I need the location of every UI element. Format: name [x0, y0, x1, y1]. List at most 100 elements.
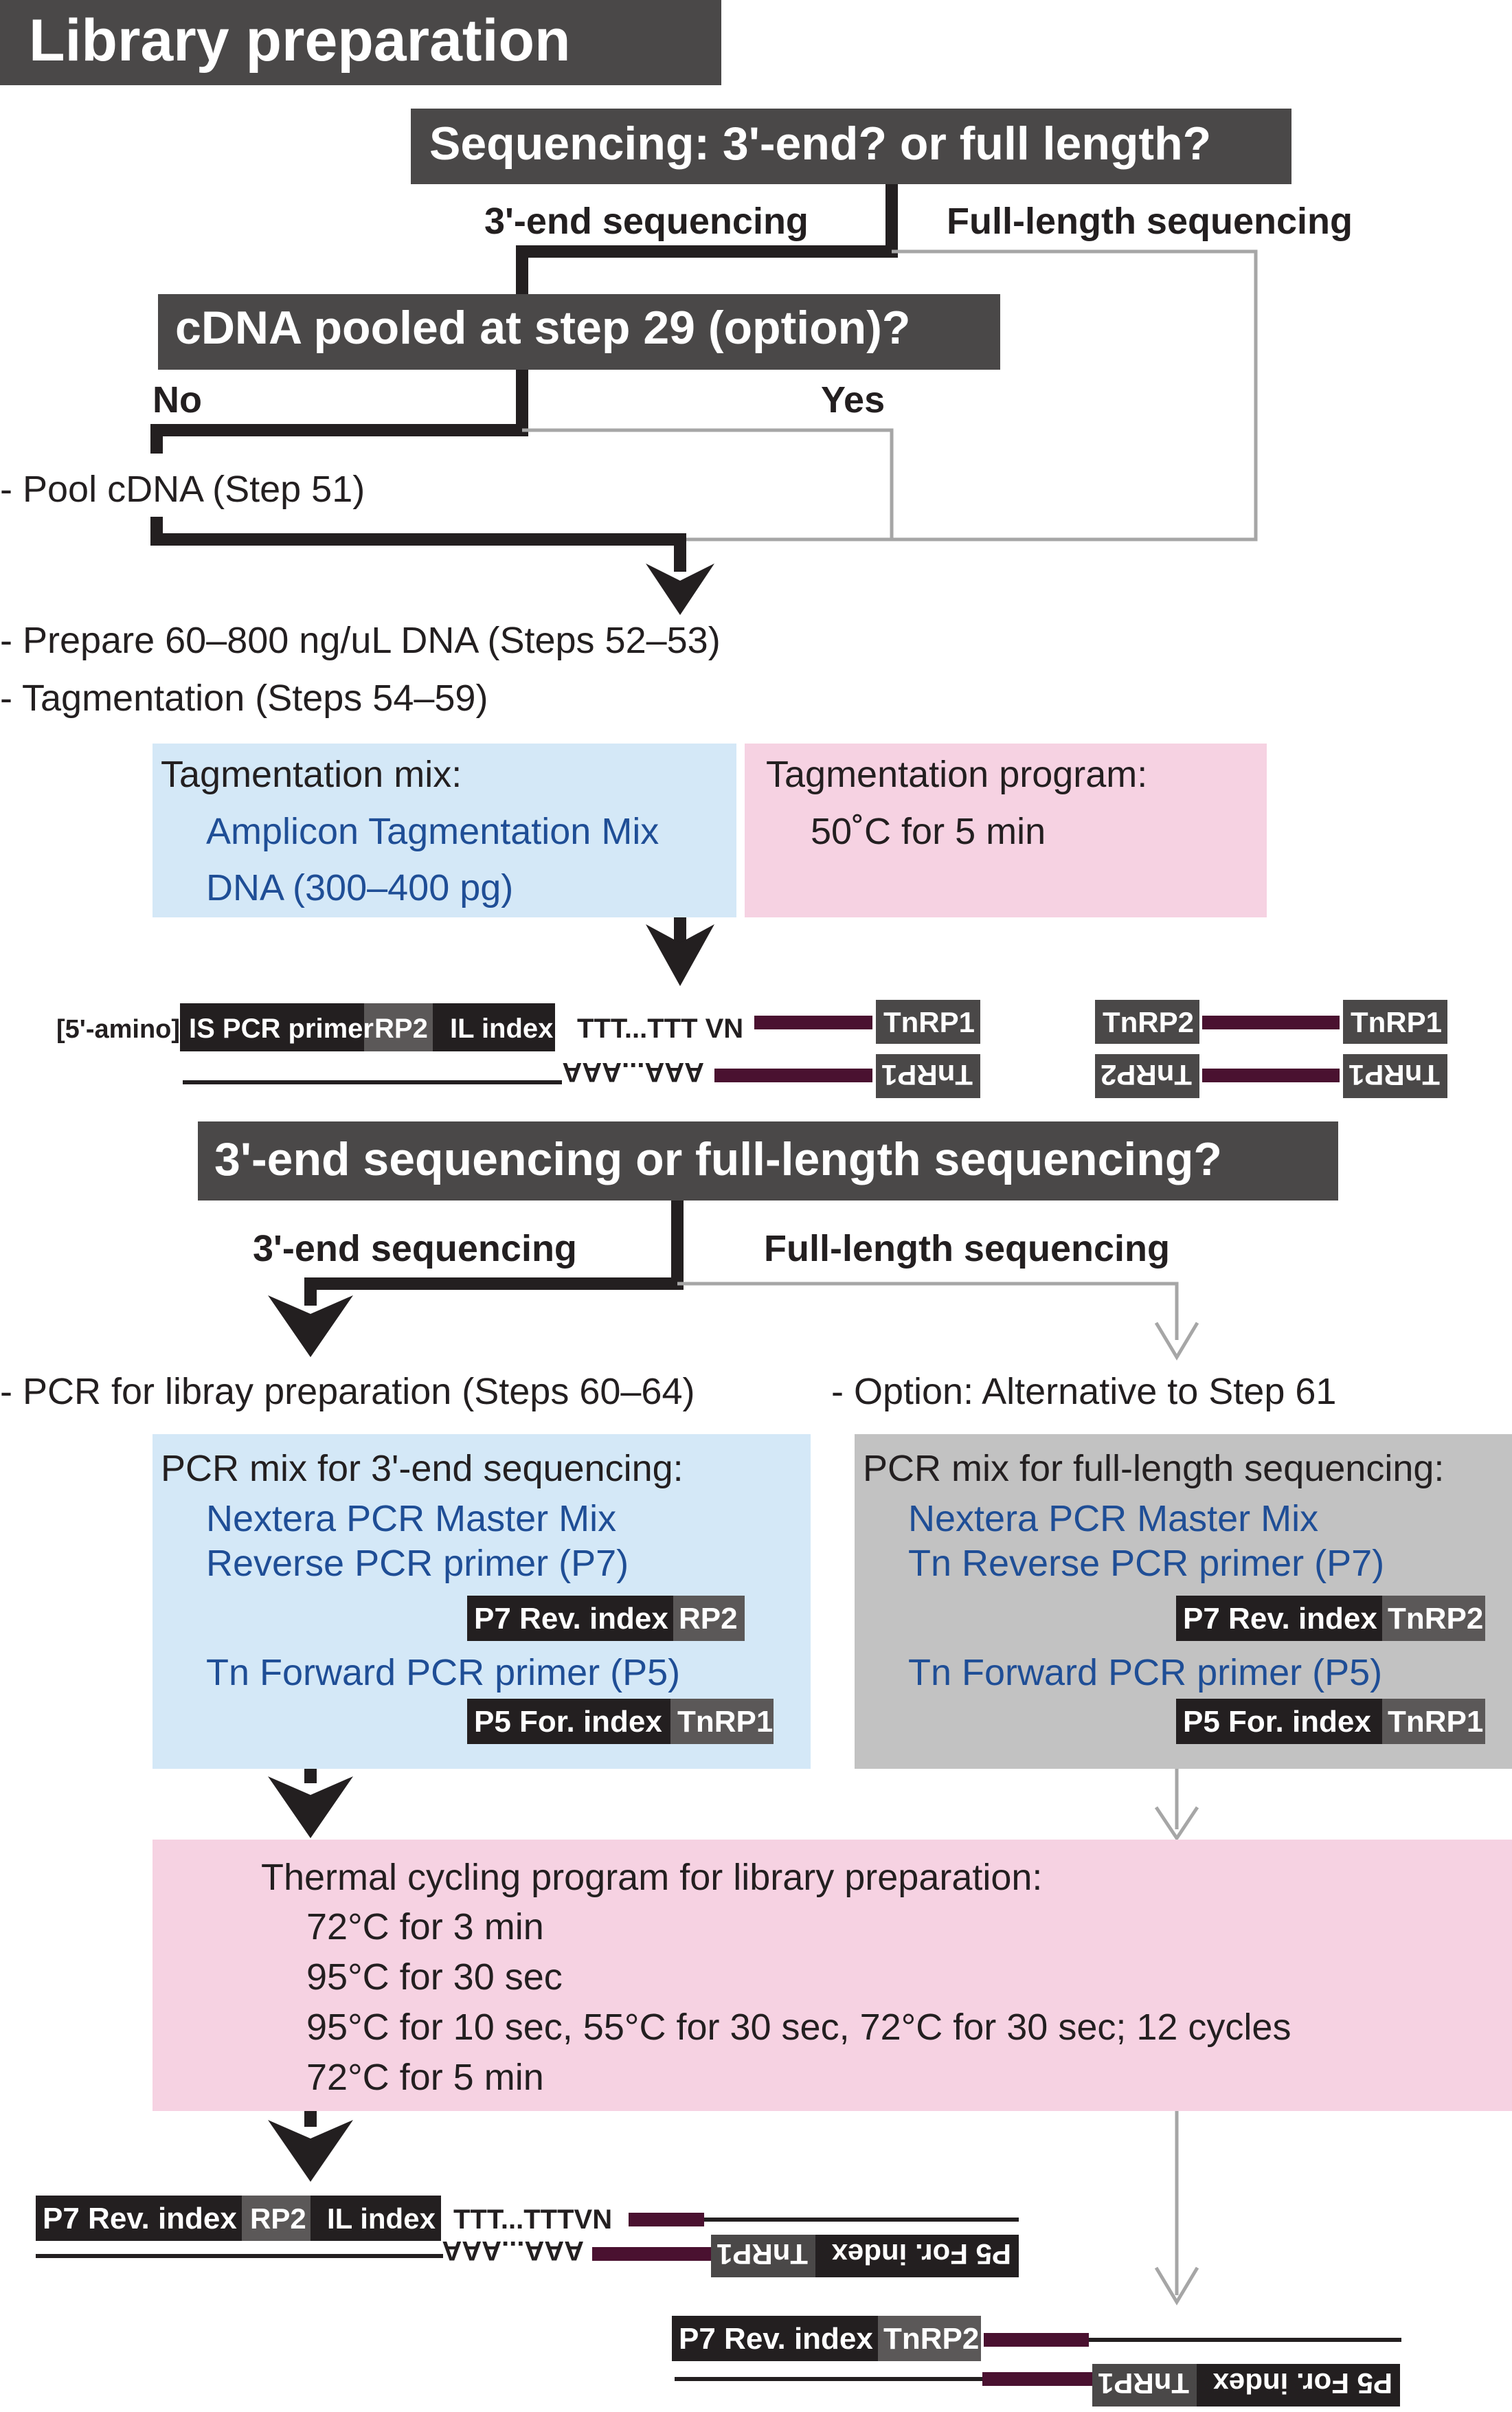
pcr-mix-3end-title: PCR mix for 3'-end sequencing: — [161, 1448, 684, 1489]
product2-p7-index — [672, 2316, 878, 2361]
pcr-mix-full-rev-index-label: P7 Rev. index — [1183, 1602, 1377, 1635]
pcr-mix-3end-rev-index-label: P7 Rev. index — [474, 1602, 668, 1635]
product2-p5-bottom — [1197, 2364, 1400, 2407]
pcr-mix-3end-rev-index — [467, 1596, 673, 1641]
pcr-mix-full-forward: Tn Forward PCR primer (P5) — [908, 1652, 1382, 1693]
thermal-step-1: 72°C for 3 min — [306, 1906, 544, 1947]
pcr-mix-3end-for-tnrp1 — [670, 1699, 774, 1744]
thermal-title: Thermal cycling program for library prep… — [261, 1857, 1042, 1898]
pcr-mix-full-for-index — [1176, 1699, 1382, 1744]
q3-path-full — [677, 1282, 1179, 1340]
construct2-tnrp1-top-label: TnRP1 — [1351, 1006, 1442, 1038]
tagmentation-mix-box — [153, 744, 736, 917]
pcr-mix-3end-for-index — [467, 1699, 670, 1744]
construct2-tnrp2-top-label: TnRP2 — [1103, 1006, 1194, 1038]
pcr-mix-full-for-index-label: P5 For. index — [1183, 1705, 1371, 1739]
title-banner — [0, 0, 721, 85]
q3-arrow-full — [1154, 1321, 1199, 1361]
product2-tnrp1-bottom-label: TnRP1 — [1098, 2367, 1189, 2400]
construct1-tnrp1-top-label: TnRP1 — [883, 1006, 975, 1038]
question-3: 3'-end sequencing or full-length sequenc… — [214, 1133, 1222, 1185]
product1-p5-bottom — [815, 2235, 1019, 2277]
step-pcr-3end: - PCR for libray preparation (Steps 60–6… — [0, 1371, 695, 1412]
pcr-mix-full-rev-index — [1176, 1596, 1382, 1641]
construct2-tnrp2-top — [1095, 1000, 1199, 1044]
thermal-step-3: 95°C for 10 sec, 55°C for 30 sec, 72°C f… — [306, 2007, 1291, 2048]
question-3-box — [198, 1121, 1338, 1201]
pcr-mix-3end-reverse: Reverse PCR primer (P7) — [206, 1543, 629, 1584]
construct1-tnrp1-top — [876, 1000, 980, 1044]
tagmentation-program-item-1: 50˚C for 5 min — [811, 811, 1046, 852]
tagmentation-mix-item-2: DNA (300–400 pg) — [206, 867, 513, 908]
product1-p5-bottom-label: P5 For. index — [831, 2238, 1011, 2270]
product2-tnrp2-label: TnRP2 — [883, 2322, 979, 2356]
step-tagmentation: - Tagmentation (Steps 54–59) — [0, 678, 488, 719]
product2-tnrp2 — [878, 2316, 981, 2361]
arrow-thermal-to-product1 — [268, 2120, 353, 2182]
pcr-mix-full-for-tnrp1-label: TnRP1 — [1388, 1705, 1483, 1739]
product2-p7-label: P7 Rev. index — [679, 2322, 873, 2356]
q3-branch-3end: 3'-end sequencing — [253, 1228, 577, 1269]
pcr-mix-full-for-tnrp1 — [1382, 1699, 1485, 1744]
construct2-tnrp2-bottom-label: TnRP2 — [1101, 1059, 1192, 1091]
pcr-mix-full-rev-tnrp2 — [1382, 1596, 1485, 1641]
construct1-rp2 — [364, 1003, 433, 1051]
question-2-box — [158, 294, 1000, 370]
product1-polyt: TTT...TTTVN — [453, 2204, 612, 2235]
question-1-box — [411, 109, 1291, 184]
step-pool-cdna: - Pool cDNA (Step 51) — [0, 469, 365, 510]
construct1-polya: AAA...AAA — [562, 1057, 704, 1087]
construct1-il-label: IL index — [450, 1014, 553, 1044]
q3-branch-full: Full-length sequencing — [764, 1228, 1170, 1269]
construct2-tnrp1-top — [1343, 1000, 1447, 1044]
question-1: Sequencing: 3'-end? or full length? — [429, 118, 1211, 170]
q2-no-label: No — [153, 379, 202, 421]
q1-path-3end — [516, 184, 898, 294]
q1-branch-3end: 3'-end sequencing — [484, 201, 809, 242]
construct2-tnrp2-bottom — [1095, 1054, 1199, 1098]
construct1-rp2-label: RP2 — [374, 1014, 428, 1044]
construct1-polyt: TTT...TTT VN — [577, 1014, 743, 1044]
arrow-3end-to-thermal — [268, 1776, 353, 1838]
q3-arrow-3end — [268, 1295, 353, 1357]
thermal-step-2: 95°C for 30 sec — [306, 1956, 563, 1998]
thermal-step-4: 72°C for 5 min — [306, 2057, 544, 2098]
q2-yes-label: Yes — [821, 379, 885, 421]
product1-tnrp1-bottom-label: TnRP1 — [716, 2238, 808, 2270]
q2-path-yes — [522, 428, 894, 539]
pcr-mix-full-master: Nextera PCR Master Mix — [908, 1498, 1318, 1539]
construct1-is-label: IS PCR primer — [189, 1014, 374, 1044]
arrow-thermal-to-product2 — [1154, 2266, 1199, 2305]
construct2-tnrp1-bottom-label: TnRP1 — [1349, 1059, 1440, 1091]
pcr-mix-3end-for-tnrp1-label: TnRP1 — [677, 1705, 773, 1739]
pcr-mix-3end-for-index-label: P5 For. index — [474, 1705, 662, 1739]
product2-p5-bottom-label: P5 For. index — [1212, 2367, 1392, 2400]
construct2-tnrp1-bottom — [1343, 1054, 1447, 1098]
down-arrow-1 — [646, 563, 714, 615]
q1-branch-full: Full-length sequencing — [947, 201, 1353, 242]
construct1-prefix: [5'-amino] — [56, 1015, 180, 1044]
tagmentation-program-box — [745, 744, 1267, 917]
pcr-mix-3end-forward: Tn Forward PCR primer (P5) — [206, 1652, 680, 1693]
pcr-mix-full-reverse: Tn Reverse PCR primer (P7) — [908, 1543, 1384, 1584]
product1-rp2-label: RP2 — [250, 2202, 306, 2235]
product1-p7-index — [36, 2196, 242, 2241]
step-pcr-full: - Option: Alternative to Step 61 — [831, 1371, 1336, 1412]
product1-p7-label: P7 Rev. index — [43, 2202, 237, 2235]
construct1-tnrp1-bottom — [876, 1054, 980, 1098]
q2-path-no — [150, 370, 528, 454]
pcr-mix-3end-rev-rp2-label: RP2 — [679, 1602, 738, 1635]
product1-il-label: IL index — [327, 2202, 436, 2235]
tagmentation-mix-title: Tagmentation mix: — [161, 754, 462, 795]
arrow-full-to-thermal — [1154, 1806, 1199, 1842]
page-title: Library preparation — [29, 8, 571, 74]
product1-tnrp1-bottom — [711, 2235, 815, 2277]
step-prepare-dna: - Prepare 60–800 ng/uL DNA (Steps 52–53) — [0, 620, 721, 661]
merge-path — [150, 517, 686, 572]
construct1-is-primer — [180, 1003, 364, 1051]
q3-path-3end — [304, 1201, 684, 1306]
product2-tnrp1-bottom — [1092, 2364, 1197, 2407]
product1-il-index — [311, 2196, 441, 2241]
